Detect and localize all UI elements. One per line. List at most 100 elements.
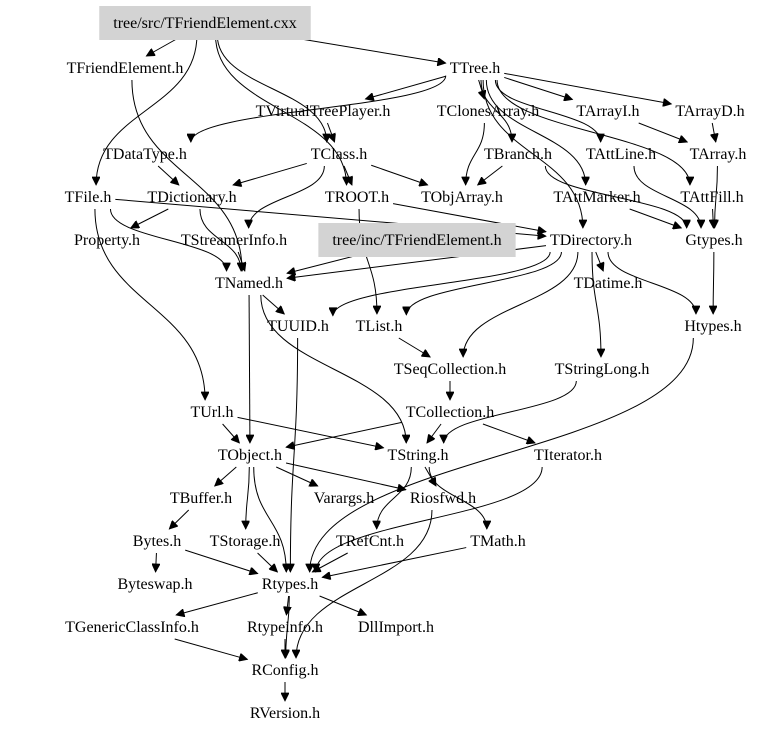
node-htypes[interactable]: Htypes.h (684, 318, 741, 335)
node-tobjarray[interactable]: TObjArray.h (421, 189, 503, 206)
node-tclonesarray[interactable]: TClonesArray.h (437, 103, 540, 120)
node-label: TStreamerInfo.h (181, 232, 287, 249)
edge-tstring-to-tmath (428, 466, 487, 529)
node-dllimport[interactable]: DllImport.h (358, 619, 434, 636)
node-src[interactable]: tree/src/TFriendElement.cxx (99, 6, 311, 40)
edge-tcollection-to-tstring (427, 423, 442, 443)
node-label: Rtypeinfo.h (247, 619, 323, 636)
node-label: Byteswap.h (117, 576, 192, 593)
edge-rtypes-to-tgenericclassinfo (176, 592, 258, 615)
node-label: TRefCnt.h (336, 533, 404, 550)
node-tgenericclassinfo[interactable]: TGenericClassInfo.h (65, 619, 199, 636)
node-tattfill[interactable]: TAttFill.h (680, 189, 743, 206)
node-label: Riosfwd.h (410, 490, 476, 507)
node-label: TDirectory.h (550, 232, 632, 249)
node-tstringlong[interactable]: TStringLong.h (555, 361, 650, 378)
node-tseqcollection[interactable]: TSeqCollection.h (394, 361, 506, 378)
node-label: Varargs.h (314, 490, 375, 507)
node-label: TList.h (356, 318, 403, 335)
node-tnamed[interactable]: TNamed.h (215, 275, 283, 292)
edge-tclonesarray-to-tobjarray (466, 122, 485, 185)
node-tstring[interactable]: TString.h (388, 447, 449, 464)
node-titerator[interactable]: TIterator.h (534, 447, 602, 464)
node-label: TTree.h (450, 60, 501, 77)
node-rtypes[interactable]: Rtypes.h (262, 576, 318, 593)
edge-src-to-tfile (96, 34, 198, 185)
node-tdictionary[interactable]: TDictionary.h (147, 189, 236, 206)
node-tmath[interactable]: TMath.h (470, 533, 526, 550)
edge-bytes-to-rtypes (185, 549, 258, 573)
edge-tbranch-to-gtypes (544, 165, 686, 228)
node-troot[interactable]: TROOT.h (325, 189, 389, 206)
node-bytes[interactable]: Bytes.h (133, 533, 181, 550)
edge-tgenericclassinfo-to-rconfig (174, 638, 248, 659)
edge-tobject-to-tbuffer (215, 466, 237, 486)
node-label: TMath.h (470, 533, 526, 550)
node-byteswap[interactable]: Byteswap.h (117, 576, 192, 593)
edge-tbranch-to-tobjarray (478, 165, 503, 185)
edge-tdirectory-to-tseqcollection (463, 251, 579, 357)
node-tcollection[interactable]: TCollection.h (406, 404, 494, 421)
edge-tattline-to-gtypes (633, 165, 701, 228)
node-gtypes[interactable]: Gtypes.h (685, 232, 742, 249)
edge-tattmarker-to-gtypes (629, 208, 682, 228)
node-tfriendelement[interactable]: TFriendElement.h (67, 60, 184, 77)
node-label: DllImport.h (358, 619, 434, 636)
node-varargs[interactable]: Varargs.h (314, 490, 375, 507)
node-turl[interactable]: TUrl.h (190, 404, 233, 421)
node-tarray[interactable]: TArray.h (690, 146, 747, 163)
node-tdirectory[interactable]: TDirectory.h (550, 232, 632, 249)
node-label: TUUID.h (267, 318, 329, 335)
node-tobject[interactable]: TObject.h (218, 447, 282, 464)
node-label: TString.h (388, 447, 449, 464)
node-rconfig[interactable]: RConfig.h (251, 662, 318, 679)
node-riosfwd[interactable]: Riosfwd.h (410, 490, 476, 507)
edge-tbuffer-to-bytes (169, 509, 190, 529)
node-tfile[interactable]: TFile.h (65, 189, 112, 206)
node-tstreamerinfo[interactable]: TStreamerInfo.h (181, 232, 287, 249)
edge-tarrayd-to-tarray (712, 122, 716, 142)
edge-tnamed-to-tuuid (262, 294, 285, 314)
edge-tclass-to-tstreamerinfo (249, 165, 325, 228)
node-label: TArray.h (690, 146, 747, 163)
node-tarrayd[interactable]: TArrayD.h (675, 103, 744, 120)
node-inc[interactable]: tree/inc/TFriendElement.h (318, 223, 516, 257)
node-tattline[interactable]: TAttLine.h (586, 146, 656, 163)
node-label: TFile.h (65, 189, 112, 206)
node-label: RVersion.h (250, 705, 320, 722)
node-label: TGenericClassInfo.h (65, 619, 199, 636)
node-tdatime[interactable]: TDatime.h (574, 275, 643, 292)
node-tuuid[interactable]: TUUID.h (267, 318, 329, 335)
node-tbranch[interactable]: TBranch.h (484, 146, 552, 163)
node-label: TDatime.h (574, 275, 643, 292)
node-trefcnt[interactable]: TRefCnt.h (336, 533, 404, 550)
node-label: TObjArray.h (421, 189, 503, 206)
node-tlist[interactable]: TList.h (356, 318, 403, 335)
node-label: TStringLong.h (555, 361, 650, 378)
node-ttree[interactable]: TTree.h (450, 60, 501, 77)
node-tdatatype[interactable]: TDataType.h (103, 146, 187, 163)
node-tbuffer[interactable]: TBuffer.h (170, 490, 232, 507)
edge-ttree-to-tarrayi (504, 76, 572, 99)
node-label: Property.h (74, 232, 140, 249)
node-label: TDictionary.h (147, 189, 236, 206)
edge-tdirectory-to-tlist (406, 251, 562, 315)
node-label: TUrl.h (190, 404, 233, 421)
node-tarrayi[interactable]: TArrayI.h (576, 103, 639, 120)
edge-tclass-to-tobjarray (371, 164, 427, 185)
node-tvirtualtreeplayer[interactable]: TVirtualTreePlayer.h (256, 103, 391, 120)
node-label: TAttFill.h (680, 189, 743, 206)
node-tclass[interactable]: TClass.h (311, 146, 367, 163)
edge-tdirectory-to-tstringlong (591, 251, 601, 357)
node-rtypeinfo[interactable]: Rtypeinfo.h (247, 619, 323, 636)
node-tattmarker[interactable]: TAttMarker.h (553, 189, 640, 206)
node-label: Bytes.h (133, 533, 181, 550)
edge-ttree-to-tclonesarray (479, 79, 485, 99)
edge-ttree-to-tdatatype (191, 75, 447, 142)
node-tstorage[interactable]: TStorage.h (210, 533, 281, 550)
edge-titerator-to-rtypes (316, 466, 543, 572)
node-property[interactable]: Property.h (74, 232, 140, 249)
edge-troot-to-tdirectory (392, 203, 546, 232)
node-rversion[interactable]: RVersion.h (250, 705, 320, 722)
edge-tfile-to-turl (94, 208, 205, 400)
